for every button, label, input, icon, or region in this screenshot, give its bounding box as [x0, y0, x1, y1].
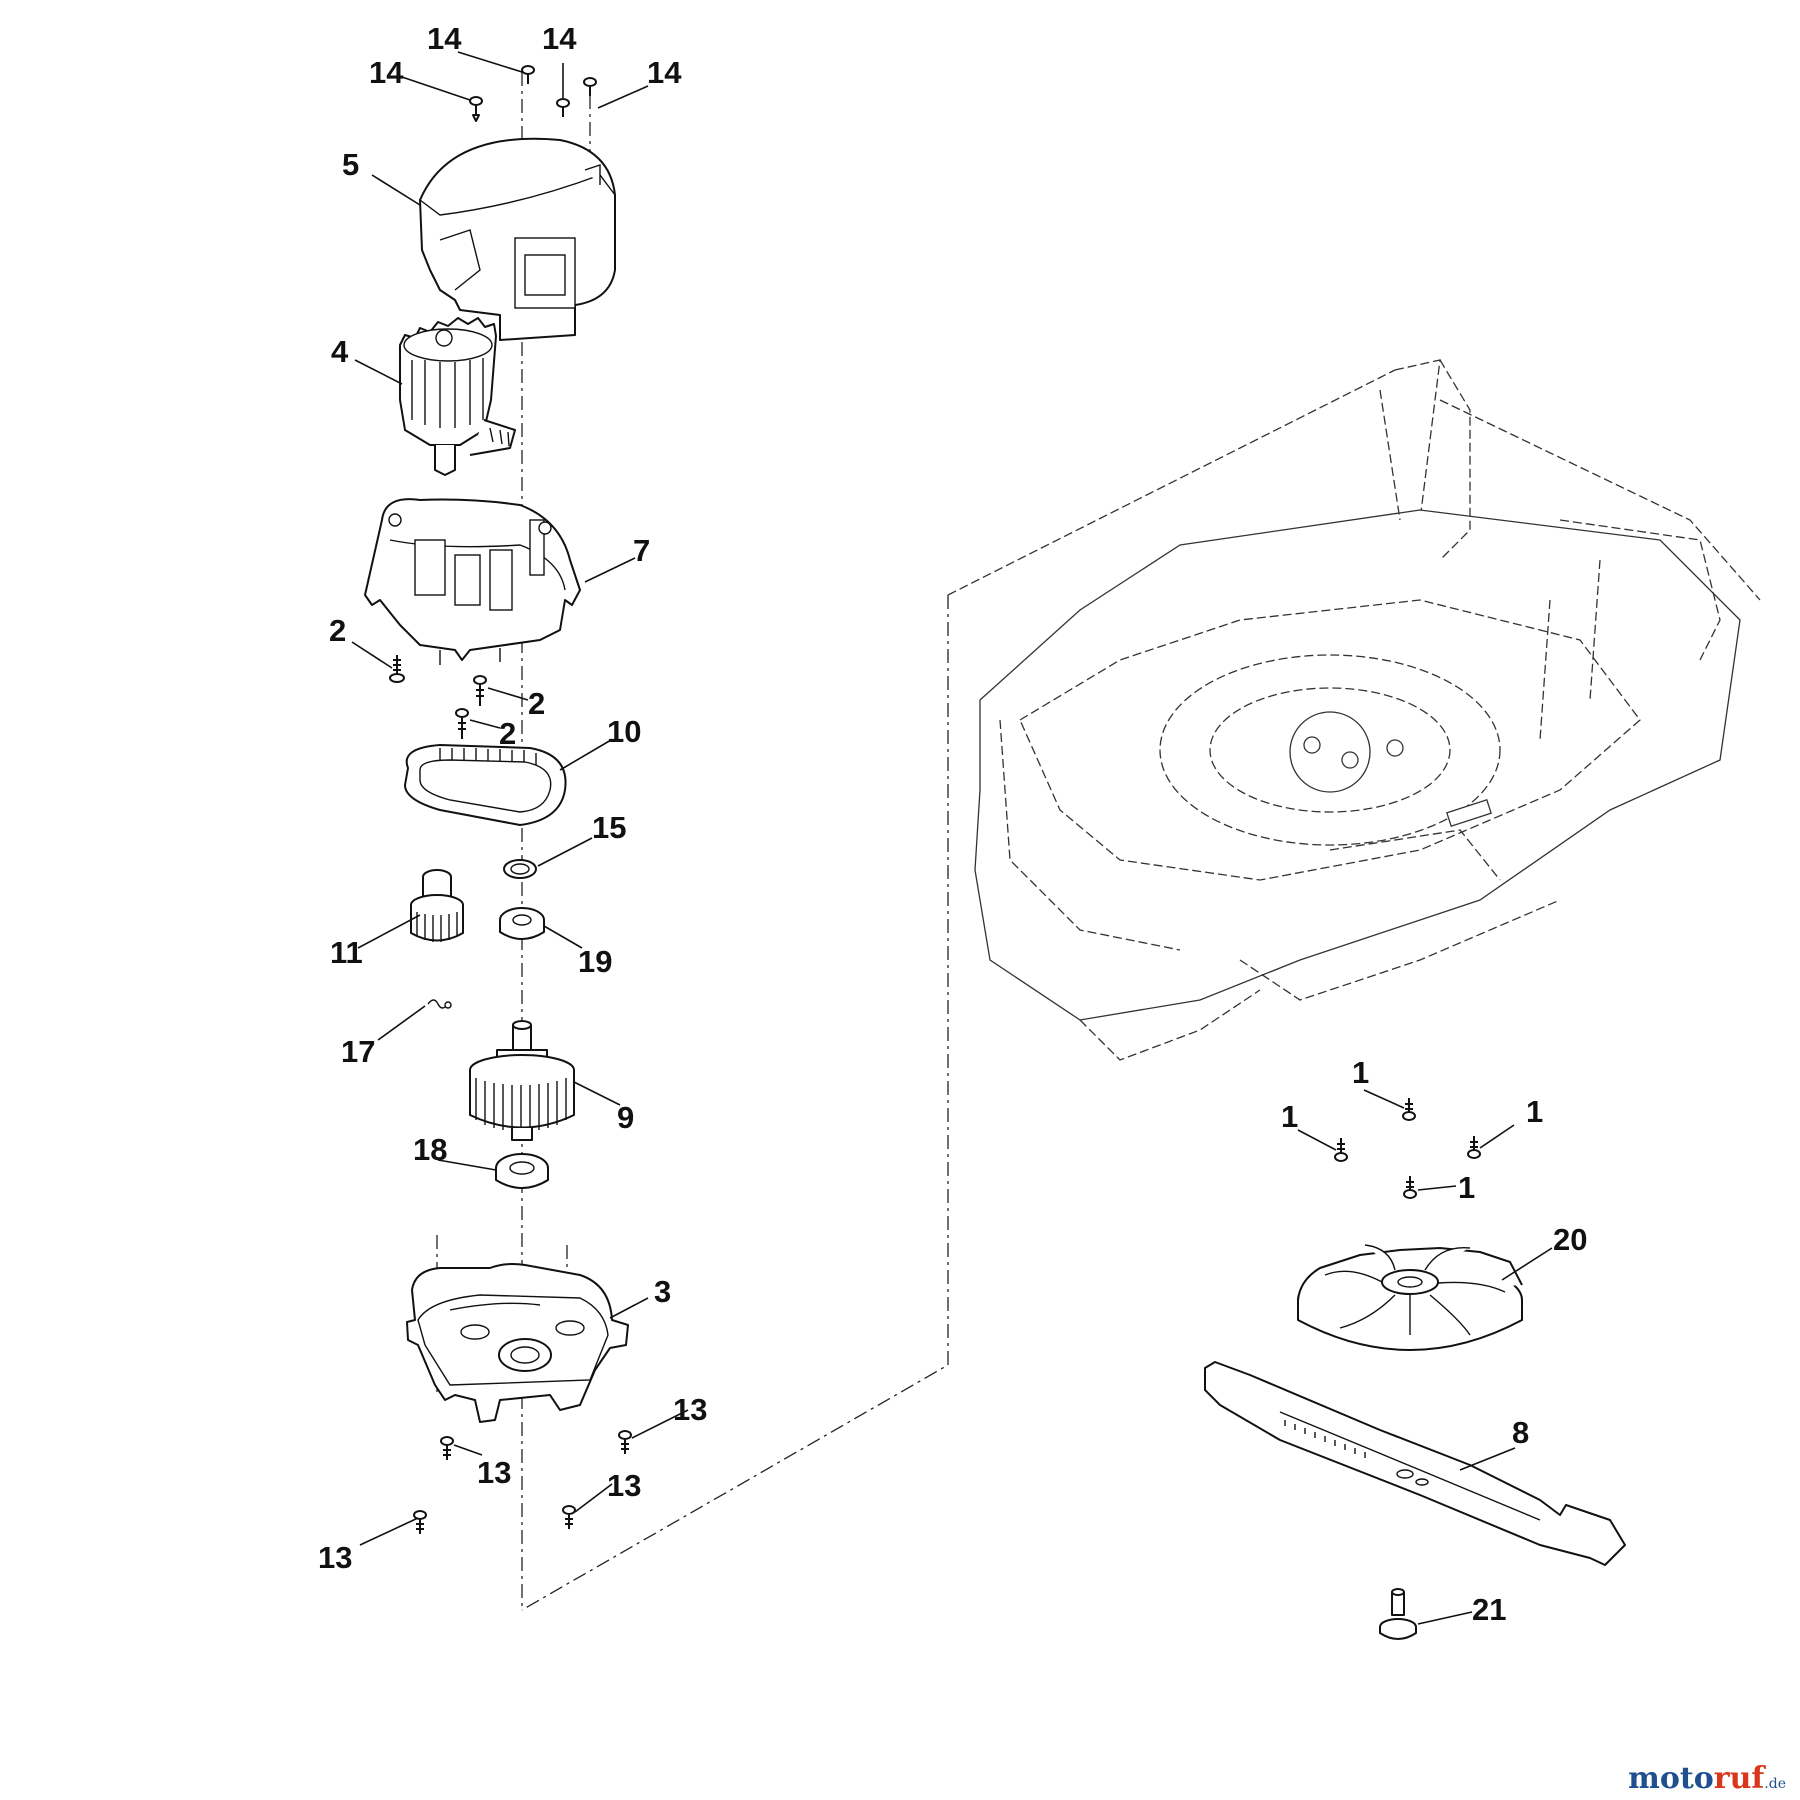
- blade-bolt-21: [1379, 1588, 1417, 1640]
- screw-1d: [1403, 1176, 1417, 1199]
- bearing-19: [499, 907, 545, 940]
- screw-13a: [440, 1436, 454, 1460]
- mower-blade-8: [1204, 1361, 1626, 1566]
- watermark-moto: moto: [1628, 1761, 1714, 1796]
- screw-14a: [469, 96, 483, 122]
- screw-1-group: [1334, 1098, 1481, 1199]
- screw-14c: [556, 98, 570, 117]
- screw-2-group: [389, 655, 487, 739]
- callout-1b: 1: [1281, 1099, 1298, 1134]
- screw-2b: [473, 675, 487, 706]
- callout-3: 3: [654, 1274, 671, 1309]
- screw-1b: [1334, 1138, 1348, 1162]
- mower-deck-housing: [947, 359, 1761, 1061]
- lower-gear-housing-3: [406, 1263, 629, 1423]
- drive-belt-10: [404, 744, 567, 826]
- callout-11: 11: [330, 935, 363, 970]
- callout-13b: 13: [477, 1455, 511, 1490]
- screw-14b: [521, 65, 535, 84]
- callout-14c: 14: [542, 21, 577, 56]
- callout-labels: 14 14 14 14 5 4 7 2 2 2 10 15 11 19 17 9…: [318, 21, 1587, 1627]
- callout-8: 8: [1512, 1415, 1529, 1450]
- screw-13c: [413, 1510, 427, 1534]
- callout-2a: 2: [329, 613, 346, 648]
- callout-9: 9: [617, 1100, 634, 1135]
- watermark-de: .de: [1764, 1776, 1786, 1792]
- callout-5: 5: [342, 147, 359, 182]
- clip-17: [427, 999, 452, 1009]
- screw-2c: [455, 708, 469, 739]
- callout-13a: 13: [673, 1392, 707, 1427]
- callout-7: 7: [633, 533, 650, 568]
- callout-13d: 13: [318, 1540, 352, 1575]
- screw-1c: [1467, 1136, 1481, 1159]
- callout-21: 21: [1472, 1592, 1506, 1627]
- callout-17: 17: [341, 1034, 375, 1069]
- callout-10: 10: [607, 714, 641, 749]
- watermark-ruf: ruf: [1713, 1761, 1765, 1796]
- callout-2b: 2: [528, 686, 545, 721]
- callout-15: 15: [592, 810, 626, 845]
- screw-14-group: [469, 65, 597, 122]
- screw-14d: [583, 77, 597, 96]
- callout-2c: 2: [499, 716, 516, 751]
- callout-19: 19: [578, 944, 612, 979]
- screw-2a: [389, 655, 405, 683]
- screw-13b: [618, 1430, 632, 1454]
- fan-impeller-20: [1297, 1244, 1523, 1351]
- callout-4: 4: [331, 334, 349, 369]
- screw-13-group: [413, 1430, 632, 1534]
- callout-1a: 1: [1352, 1055, 1369, 1090]
- callout-18: 18: [413, 1132, 447, 1167]
- bearing-18: [495, 1153, 549, 1189]
- callout-1c: 1: [1526, 1094, 1543, 1129]
- callout-14a: 14: [369, 55, 404, 90]
- upper-gear-housing-7: [364, 498, 581, 665]
- motor-cover-5: [419, 137, 616, 341]
- washer-15: [503, 859, 537, 879]
- callout-20: 20: [1553, 1222, 1587, 1257]
- callout-14d: 14: [647, 55, 682, 90]
- callout-14b: 14: [427, 21, 462, 56]
- callout-1d: 1: [1458, 1170, 1475, 1205]
- pulley-11: [410, 869, 464, 942]
- motoruf-watermark-logo: motoruf.de: [1628, 1761, 1786, 1796]
- gear-shaft-9: [469, 1020, 575, 1141]
- callout-leader-lines: [351, 51, 1553, 1625]
- screw-13d: [562, 1505, 576, 1529]
- motor-4: [399, 317, 516, 476]
- callout-13c: 13: [607, 1468, 641, 1503]
- screw-1a: [1402, 1098, 1416, 1121]
